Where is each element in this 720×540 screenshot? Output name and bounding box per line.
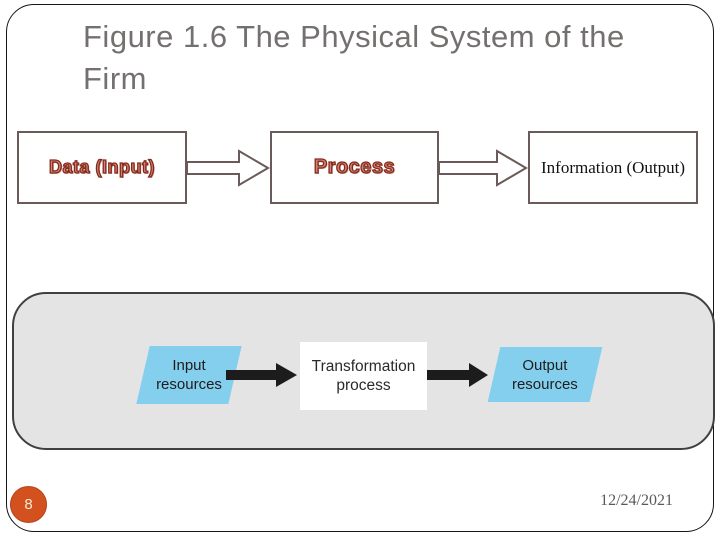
black-right-arrow-icon <box>427 363 488 387</box>
slide-date: 12/24/2021 <box>600 492 673 509</box>
right-arrow-icon <box>186 149 270 187</box>
output-resources-parallelogram: Output resources <box>487 347 603 402</box>
page-number-badge: 8 <box>10 486 47 523</box>
slide-border <box>6 4 714 532</box>
page-number: 8 <box>24 496 33 513</box>
right-arrow-icon <box>438 149 528 187</box>
flow-box-process-label: Process <box>313 155 396 178</box>
transformation-process-box: Transformation process <box>300 342 427 410</box>
black-right-arrow-icon <box>226 363 297 387</box>
input-resources-label: Input resources <box>156 357 222 393</box>
flow-box-information-output-label: Information (Output) <box>541 157 685 177</box>
flow-box-process: Process <box>270 131 439 204</box>
output-resources-label: Output resources <box>512 356 578 393</box>
flow-box-information-output: Information (Output) <box>528 131 698 204</box>
flow-box-data-input-label: Data (Input) <box>48 156 155 177</box>
transformation-process-label: Transformation process <box>311 358 416 394</box>
physical-system-panel: Input resources Transformation process O… <box>12 292 715 450</box>
slide-title: Figure 1.6 The Physical System of the Fi… <box>83 19 625 96</box>
flow-box-data-input: Data (Input) <box>17 131 187 204</box>
